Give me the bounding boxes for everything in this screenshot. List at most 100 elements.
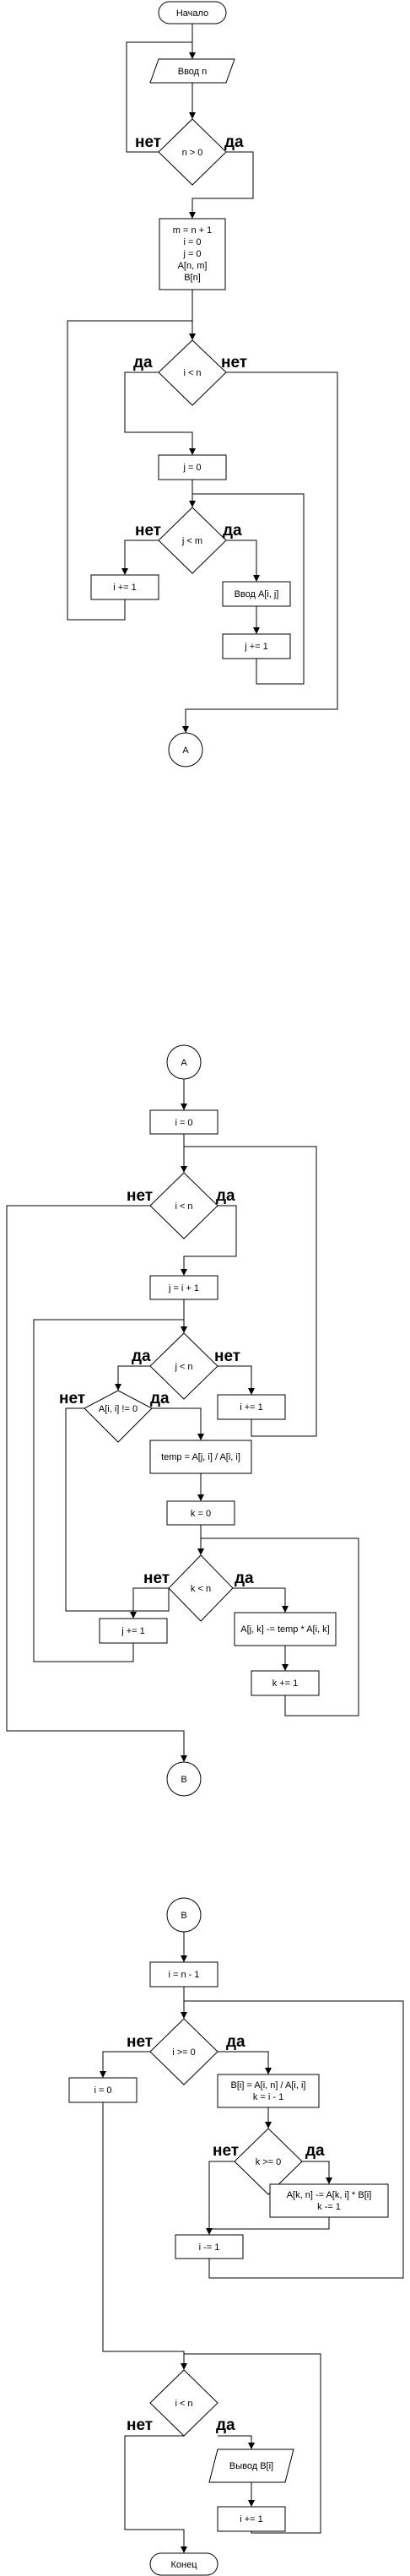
label-yes-k-ge-0: да bbox=[305, 2142, 325, 2160]
connector-a-in: A bbox=[166, 1044, 202, 1080]
label-no-n-gt-0: нет bbox=[135, 133, 161, 151]
svg-text:i < n: i < n bbox=[183, 368, 201, 378]
process-j-eq-i-plus-1: j = i + 1 bbox=[149, 1275, 218, 1300]
svg-text:temp = A[j, i] / A[i, i]: temp = A[j, i] / A[i, i] bbox=[161, 1452, 240, 1462]
label-yes-j-lt-n: да bbox=[132, 1348, 151, 1365]
svg-text:A[i, i] != 0: A[i, i] != 0 bbox=[99, 1404, 138, 1414]
start-terminal: Начало bbox=[158, 1, 227, 24]
svg-text:A[j, k] -= temp * A[i, k]: A[j, k] -= temp * A[i, k] bbox=[240, 1624, 329, 1635]
label-no-i-lt-n-2: нет bbox=[127, 1187, 153, 1205]
flow-lines bbox=[6, 24, 404, 2553]
svg-text:B[i] = A[i, n] / A[i, i]: B[i] = A[i, n] / A[i, i] bbox=[231, 2080, 306, 2091]
decision-k-ge-0: k >= 0 bbox=[234, 2128, 303, 2195]
svg-text:k = i - 1: k = i - 1 bbox=[253, 2092, 283, 2102]
svg-text:Начало: Начало bbox=[176, 8, 208, 19]
process-j-inc-1: j += 1 bbox=[222, 633, 291, 659]
decision-j-lt-m: j < m bbox=[158, 507, 227, 574]
output-bi: Вывод B[i] bbox=[208, 2449, 294, 2483]
svg-text:k = 0: k = 0 bbox=[191, 1509, 211, 1519]
label-no-i-lt-n-3: нет bbox=[127, 2416, 153, 2434]
connector-a-out: A bbox=[168, 732, 203, 767]
svg-text:i = 0: i = 0 bbox=[175, 1118, 192, 1128]
svg-text:j = 0: j = 0 bbox=[182, 463, 201, 473]
label-no-aii: нет bbox=[59, 1390, 85, 1407]
svg-text:i += 1: i += 1 bbox=[240, 1402, 263, 1413]
decision-i-lt-n-1: i < n bbox=[158, 339, 227, 406]
process-i-inc-3: i += 1 bbox=[217, 2506, 286, 2532]
end-terminal: Конец bbox=[149, 2552, 218, 2576]
svg-text:i = n - 1: i = n - 1 bbox=[169, 1970, 200, 1980]
process-b-assign: B[i] = A[i, n] / A[i, i] k = i - 1 bbox=[217, 2074, 320, 2108]
decision-aii-ne-0: A[i, i] != 0 bbox=[84, 1390, 153, 1443]
svg-text:j = i + 1: j = i + 1 bbox=[168, 1283, 199, 1293]
process-i-dec: i -= 1 bbox=[175, 2234, 244, 2259]
process-k-eq-0: k = 0 bbox=[166, 1500, 235, 1526]
connector-b-out: B bbox=[166, 1761, 202, 1797]
svg-text:i -= 1: i -= 1 bbox=[199, 2242, 220, 2253]
label-no-k-lt-n: нет bbox=[143, 1570, 170, 1587]
decision-k-lt-n: k < n bbox=[168, 1554, 234, 1622]
process-k-inc: k += 1 bbox=[251, 1670, 320, 1696]
label-yes-i-lt-n-3: да bbox=[216, 2416, 235, 2434]
input-n: Ввод n bbox=[149, 58, 235, 84]
svg-text:B: B bbox=[181, 1775, 186, 1785]
svg-text:i += 1: i += 1 bbox=[240, 2514, 263, 2524]
process-j-inc-2: j += 1 bbox=[99, 1618, 168, 1644]
process-temp-assign: temp = A[j, i] / A[i, i] bbox=[149, 1440, 252, 1474]
process-update-ajk: A[j, k] -= temp * A[i, k] bbox=[234, 1612, 337, 1646]
process-i-eq-0-2: i = 0 bbox=[149, 1109, 218, 1135]
svg-text:B[n]: B[n] bbox=[184, 273, 201, 283]
svg-text:i >= 0: i >= 0 bbox=[172, 2047, 196, 2058]
process-j-eq-0-1: j = 0 bbox=[158, 454, 227, 480]
label-yes-aii: да bbox=[150, 1390, 170, 1407]
svg-text:A: A bbox=[182, 746, 189, 756]
svg-text:i < n: i < n bbox=[175, 1201, 192, 1212]
svg-text:B: B bbox=[181, 1911, 186, 1921]
branch-labels: нет да да нет нет да нет да да нет нет д… bbox=[59, 133, 325, 2434]
connector-b-in: B bbox=[166, 1897, 202, 1933]
label-yes-i-ge-0: да bbox=[226, 2033, 245, 2051]
label-yes-k-lt-n: да bbox=[235, 1570, 254, 1587]
label-no-i-lt-n-1: нет bbox=[221, 354, 247, 371]
svg-text:A[k, n] -= A[k, i] * B[i]: A[k, n] -= A[k, i] * B[i] bbox=[287, 2190, 372, 2200]
decision-j-lt-n: j < n bbox=[149, 1332, 218, 1400]
label-yes-n-gt-0: да bbox=[224, 133, 244, 151]
decision-i-ge-0: i >= 0 bbox=[149, 2018, 218, 2085]
process-i-eq-n-minus-1: i = n - 1 bbox=[149, 1961, 218, 1988]
decision-n-gt-0: n > 0 bbox=[158, 118, 227, 186]
svg-text:i = 0: i = 0 bbox=[94, 2085, 111, 2096]
svg-text:Ввод A[i, j]: Ввод A[i, j] bbox=[235, 589, 279, 599]
svg-text:k >= 0: k >= 0 bbox=[256, 2157, 282, 2167]
svg-text:A: A bbox=[181, 1058, 187, 1068]
svg-text:j += 1: j += 1 bbox=[244, 642, 268, 652]
svg-text:k < n: k < n bbox=[191, 1584, 211, 1594]
svg-text:k += 1: k += 1 bbox=[272, 1678, 299, 1689]
svg-text:j < m: j < m bbox=[181, 536, 202, 546]
process-i-inc-1: i += 1 bbox=[90, 574, 159, 600]
svg-text:Ввод n: Ввод n bbox=[178, 67, 208, 77]
svg-text:k -= 1: k -= 1 bbox=[317, 2202, 341, 2212]
svg-text:A[n, m]: A[n, m] bbox=[178, 261, 208, 271]
svg-text:m = n + 1: m = n + 1 bbox=[173, 225, 212, 236]
svg-text:j += 1: j += 1 bbox=[121, 1626, 145, 1636]
svg-text:j < n: j < n bbox=[174, 1362, 192, 1372]
svg-text:i < n: i < n bbox=[175, 2399, 192, 2409]
svg-text:i = 0: i = 0 bbox=[183, 237, 201, 247]
svg-text:i += 1: i += 1 bbox=[113, 583, 137, 593]
input-aij: Ввод A[i, j] bbox=[222, 581, 291, 607]
label-no-j-lt-n: нет bbox=[214, 1348, 240, 1365]
svg-text:Конец: Конец bbox=[170, 2560, 197, 2570]
label-yes-i-lt-n-1: да bbox=[133, 354, 153, 371]
label-no-k-ge-0: нет bbox=[213, 2142, 239, 2160]
decision-i-lt-n-3: i < n bbox=[149, 2369, 218, 2437]
label-no-j-lt-m: нет bbox=[135, 522, 161, 540]
label-no-i-ge-0: нет bbox=[127, 2033, 153, 2051]
process-i-inc-2: i += 1 bbox=[217, 1394, 286, 1420]
process-init-vars: m = n + 1 i = 0 j = 0 A[n, m] B[n] bbox=[159, 218, 226, 290]
svg-text:Вывод B[i]: Вывод B[i] bbox=[229, 2461, 273, 2471]
svg-text:n > 0: n > 0 bbox=[182, 148, 203, 158]
label-yes-i-lt-n-2: да bbox=[216, 1187, 235, 1205]
decision-i-lt-n-2: i < n bbox=[149, 1172, 218, 1239]
label-yes-j-lt-m: да bbox=[223, 522, 242, 540]
